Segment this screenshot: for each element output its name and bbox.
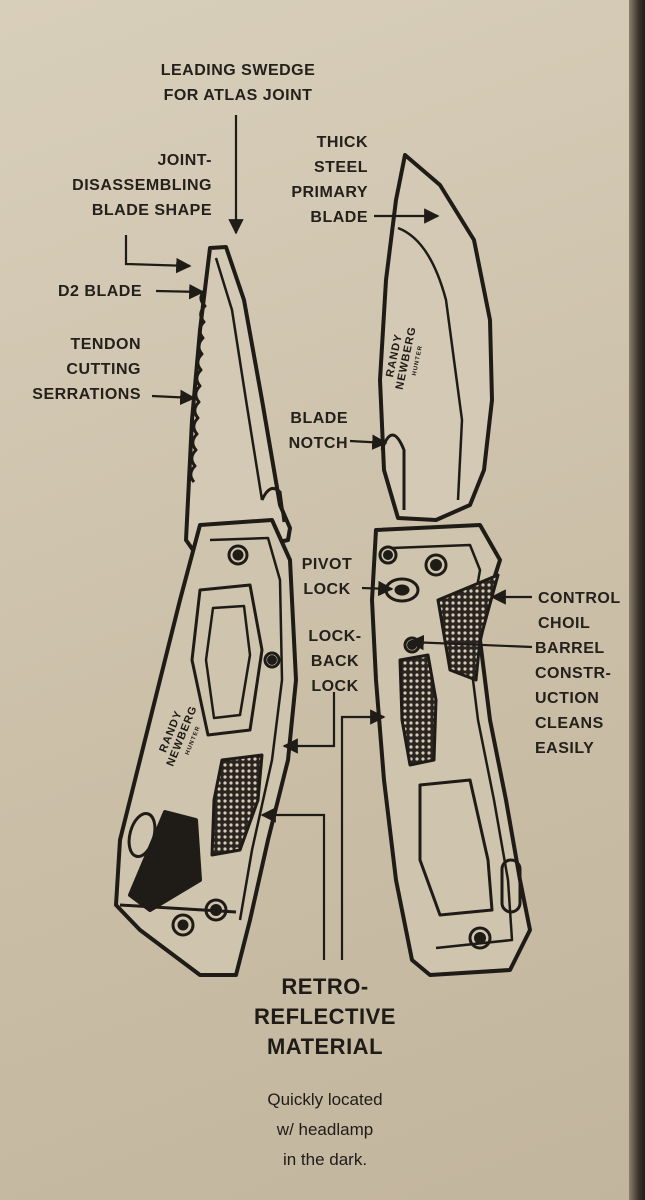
left-knife (114, 245, 298, 977)
arrow-joint-disassembling (124, 235, 192, 274)
retro-reflective-subtitle: Quickly located w/ headlamp in the dark. (267, 1090, 383, 1169)
right-choil-inlay (436, 573, 500, 682)
arrow-retro-left (260, 807, 326, 960)
serrations (189, 288, 207, 483)
right-knife (370, 153, 532, 977)
arrow-lock-back (282, 692, 336, 754)
label-lock-back-lock: LOCK- BACK LOCK (308, 628, 362, 695)
left-blade (184, 245, 292, 562)
arrow-barrel (408, 634, 533, 651)
right-blade (378, 153, 494, 522)
label-leading-swedge: LEADING SWEDGE FOR ATLAS JOINT (160, 62, 316, 104)
arrow-blade-notch (349, 434, 388, 450)
left-grip-inlay (210, 753, 264, 857)
arrow-retro-right (340, 709, 386, 960)
label-barrel-construction: BARREL CONSTR- UCTION CLEANS EASILY (535, 640, 612, 757)
label-blade-notch: BLADE NOTCH (288, 410, 348, 452)
retro-reflective-title: RETRO- REFLECTIVE MATERIAL (254, 974, 396, 1059)
label-joint-disassembling: JOINT- DISASSEMBLING BLADE SHAPE (72, 152, 212, 219)
arrow-pivot-lock (361, 580, 394, 597)
dark-edge-strip (629, 0, 645, 1200)
label-pivot-lock: PIVOT LOCK (301, 556, 353, 598)
label-tendon-serrations: TENDON CUTTING SERRATIONS (32, 336, 141, 403)
right-lower-inlay (398, 653, 438, 767)
label-control-choil: CONTROL CHOIL (538, 590, 621, 632)
arrow-d2-blade (155, 284, 205, 300)
label-thick-steel: THICK STEEL PRIMARY BLADE (291, 134, 368, 226)
label-d2-blade: D2 BLADE (57, 283, 142, 300)
arrow-tendon (151, 389, 196, 406)
